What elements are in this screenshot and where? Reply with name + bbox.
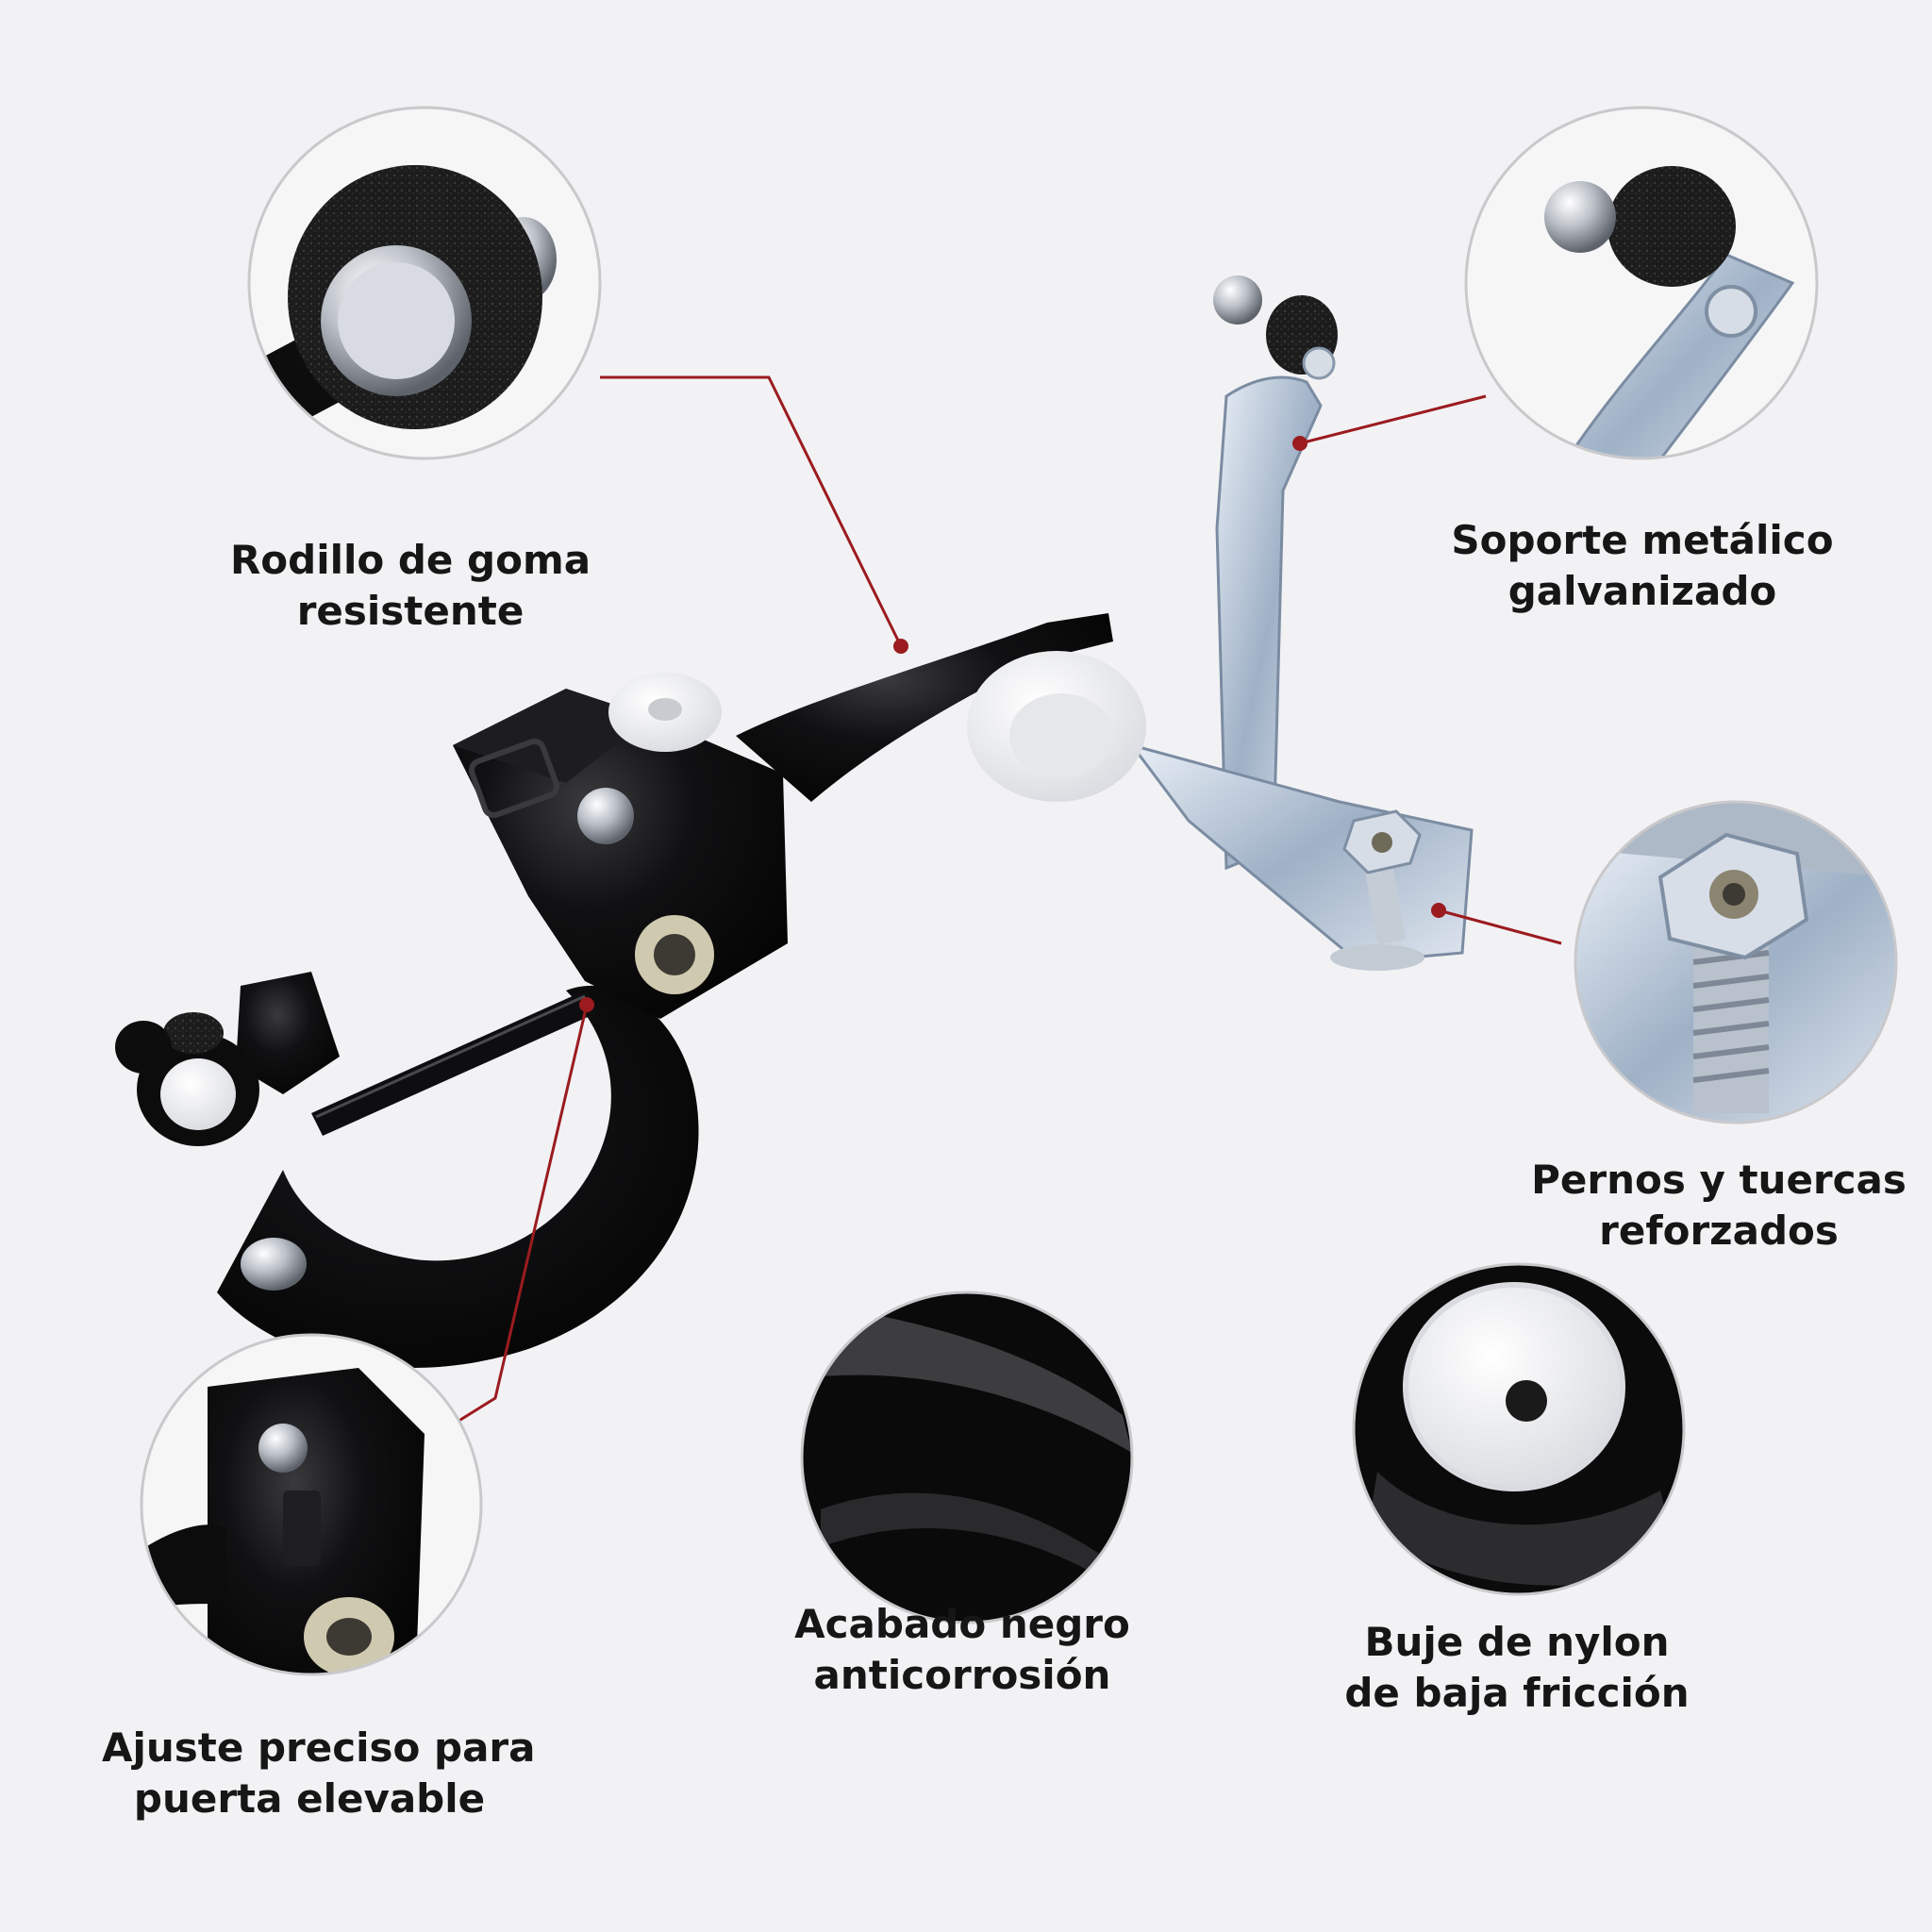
leader-bolts: [1438, 908, 1562, 945]
caption-finish-line2: anticorrosión: [813, 1652, 1111, 1698]
caption-fit-line2: puerta elevable: [133, 1775, 486, 1822]
caption-bushing-line2: de baja fricción: [1344, 1670, 1690, 1716]
caption-bolts-line1: Pernos y tuercas: [1531, 1157, 1907, 1203]
black-finish-icon: [800, 1291, 1134, 1624]
leader-bracket: [1299, 394, 1487, 445]
nylon-bushing-icon: [1352, 1262, 1686, 1596]
caption-bracket: Soporte metálico galvanizado: [1448, 515, 1837, 617]
caption-fit: Ajuste preciso para puerta elevable: [102, 1723, 536, 1824]
caption-bushing-line1: Buje de nylon: [1364, 1619, 1670, 1665]
leader-roller: [600, 375, 903, 647]
metal-bracket-icon: [1464, 106, 1819, 460]
caption-bracket-line1: Soporte metálico: [1451, 517, 1834, 563]
caption-roller-line2: resistente: [296, 588, 525, 634]
black-lever-assembly: [115, 613, 1113, 1368]
adjust-fit-icon: [140, 1333, 483, 1676]
caption-bolts-line2: reforzados: [1599, 1208, 1839, 1254]
caption-bracket-line2: galvanizado: [1507, 568, 1777, 614]
caption-roller-line1: Rodillo de goma: [229, 537, 591, 583]
caption-finish: Acabado negro anticorrosión: [774, 1599, 1151, 1701]
leader-dots: [579, 436, 1446, 1012]
galvanized-bracket: [967, 275, 1474, 971]
bolt-nut-icon: [1574, 800, 1898, 1124]
caption-bushing: Buje de nylon de baja fricción: [1328, 1617, 1706, 1719]
rubber-roller-icon: [247, 106, 602, 460]
caption-roller: Rodillo de goma resistente: [222, 535, 599, 637]
caption-bolts: Pernos y tuercas reforzados: [1521, 1155, 1917, 1257]
caption-finish-line1: Acabado negro: [794, 1601, 1130, 1647]
caption-fit-line1: Ajuste preciso para: [102, 1724, 536, 1771]
